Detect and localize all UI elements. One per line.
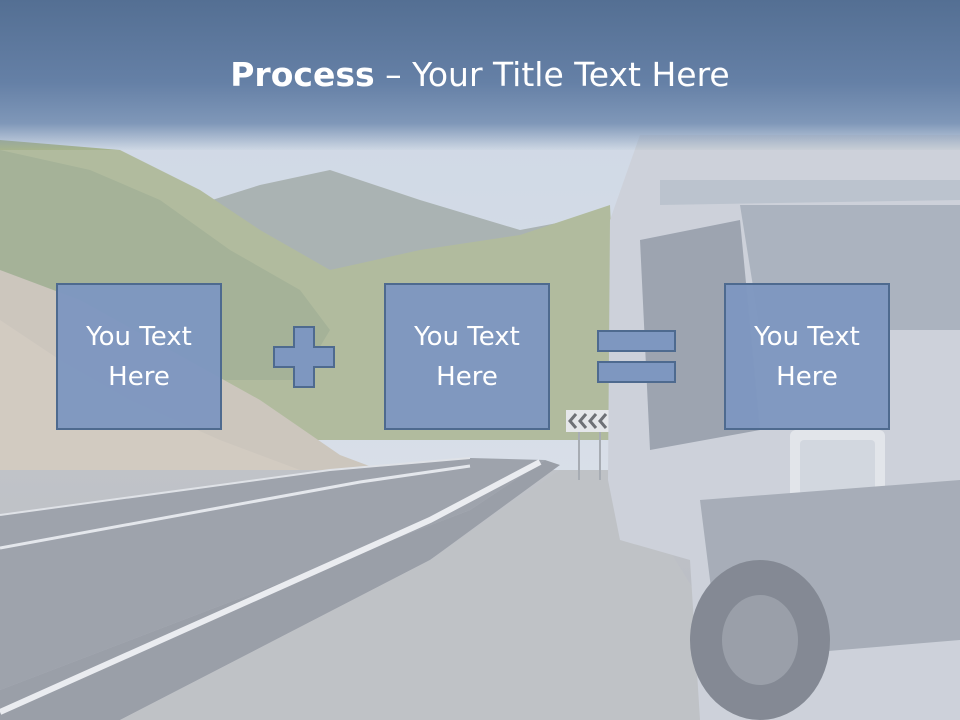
- title-bar: Process – Your Title Text Here: [0, 0, 960, 150]
- process-box-1-text: You Text Here: [86, 321, 192, 392]
- plus-icon: [273, 326, 335, 388]
- slide-title: Process – Your Title Text Here: [0, 52, 960, 98]
- title-bold: Process: [230, 55, 375, 94]
- process-box-3-text: You Text Here: [754, 321, 860, 392]
- equals-icon: [597, 330, 676, 383]
- process-box-2[interactable]: You Text Here: [384, 283, 550, 430]
- title-rest: – Your Title Text Here: [374, 55, 730, 94]
- process-box-3[interactable]: You Text Here: [724, 283, 890, 430]
- process-box-1[interactable]: You Text Here: [56, 283, 222, 430]
- process-box-2-text: You Text Here: [414, 321, 520, 392]
